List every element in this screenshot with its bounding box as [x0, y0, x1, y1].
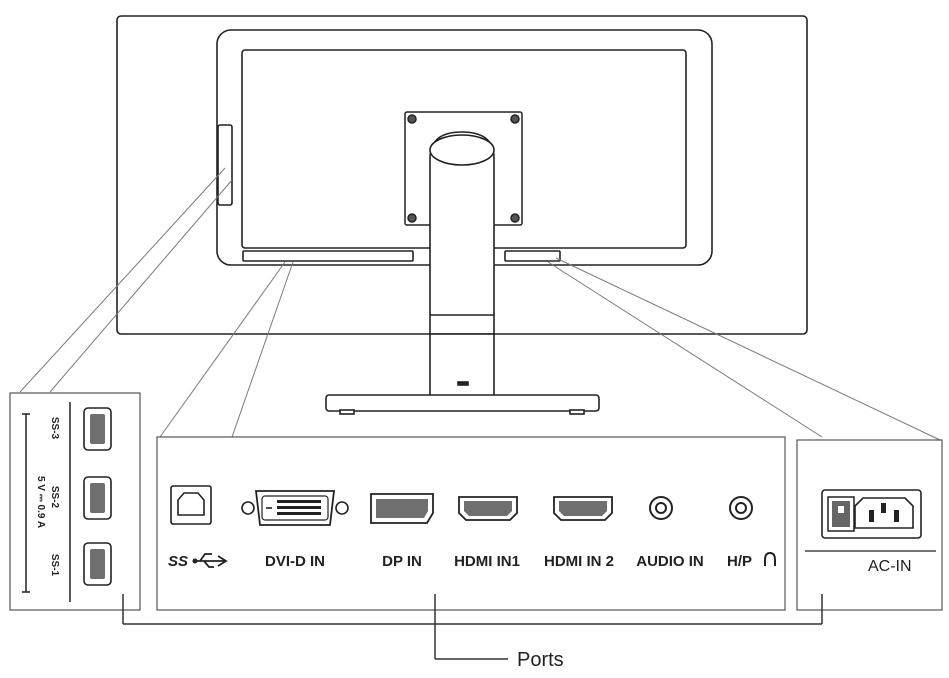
vesa-mount-plate — [404, 111, 523, 226]
usb-superspeed-icon: SS — [168, 553, 228, 570]
usb-superspeed-label: SS — [168, 553, 188, 570]
usb-power-rating: 5 V ⎓ 0.9 A — [35, 476, 46, 528]
usb-port-3-label: SS-3 — [49, 417, 60, 440]
main-ports-panel: SS DVI-D IN DP IN — [156, 436, 786, 611]
ac-in-label: AC-IN — [868, 558, 912, 575]
headphone-label: H/P — [727, 553, 752, 570]
usb-port-2 — [83, 476, 112, 520]
usb-panel-frame — [9, 392, 141, 611]
ports-callout-label: Ports — [517, 649, 564, 671]
usb-side-panel: 5 V ⎓ 0.9 A SS-3 SS-2 SS-1 — [9, 392, 141, 611]
usb-port-2-label: SS-2 — [49, 486, 60, 509]
dvi-d-label: DVI-D IN — [265, 553, 325, 570]
ac-in-panel: AC-IN — [796, 439, 943, 611]
hdmi-1-port — [458, 496, 518, 521]
audio-in-jack — [649, 496, 673, 520]
headphone-jack — [729, 496, 753, 520]
usb-port-3 — [83, 407, 112, 451]
usb-power-bracket — [22, 413, 30, 593]
power-switch-icon — [827, 496, 855, 532]
ports-panel-frame — [156, 436, 786, 611]
usb-port-1 — [83, 542, 112, 586]
ports-callout-bracket — [122, 594, 823, 660]
monitor-stand — [325, 131, 600, 415]
ac-socket-icon — [854, 497, 914, 529]
usb-port-1-label: SS-1 — [49, 554, 60, 577]
hdmi-2-label: HDMI IN 2 — [544, 553, 614, 570]
usb-type-b-port — [170, 485, 212, 525]
callout-leader-lines — [19, 167, 941, 441]
dvi-d-port — [241, 490, 349, 526]
hdmi-2-port — [553, 496, 613, 521]
dp-label: DP IN — [382, 553, 422, 570]
audio-in-label: AUDIO IN — [636, 553, 704, 570]
hdmi-1-label: HDMI IN1 — [454, 553, 520, 570]
headphone-icon — [764, 551, 776, 566]
displayport-port — [370, 493, 434, 524]
